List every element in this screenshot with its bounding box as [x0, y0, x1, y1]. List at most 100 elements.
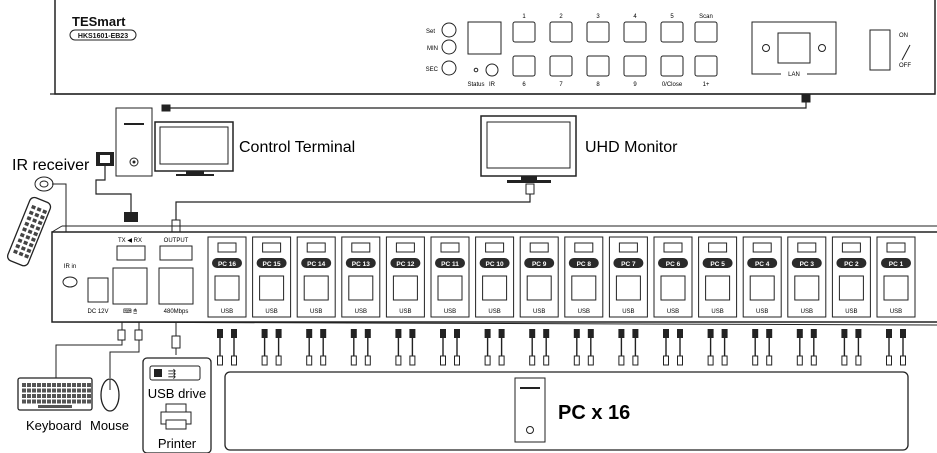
keyboard-mouse-ports — [112, 267, 148, 305]
keyboard-key — [72, 388, 76, 393]
front-key-button[interactable] — [660, 21, 684, 43]
keyboard-key — [47, 388, 51, 393]
keyboard-key — [32, 388, 36, 393]
remote-key — [13, 249, 19, 255]
pc-cable-plug — [320, 329, 327, 338]
remote-key — [28, 210, 34, 216]
front-display — [467, 21, 502, 55]
remote-key — [25, 234, 31, 240]
front-key-button[interactable] — [512, 55, 536, 77]
set-button[interactable] — [441, 22, 457, 38]
mouse — [100, 378, 120, 412]
keyboard-key — [37, 399, 41, 404]
front-key-button[interactable] — [549, 55, 573, 77]
pc-cable-plug — [231, 329, 237, 338]
remote-key — [23, 240, 29, 246]
remote-key — [32, 218, 38, 224]
pc-hdmi-port — [663, 242, 683, 253]
keyboard-key — [87, 394, 91, 398]
keyboard-key — [77, 388, 81, 393]
front-key-button[interactable] — [549, 21, 573, 43]
usb-printer-box: ⇶ USB drive Printer — [142, 357, 212, 453]
front-key-button[interactable] — [623, 21, 647, 43]
remote-key — [33, 231, 39, 237]
pc-cable-plug — [364, 329, 371, 338]
remote-key — [36, 207, 42, 212]
pc-hdmi-port — [886, 242, 906, 253]
pc-cable-plug — [231, 355, 237, 366]
front-key-button[interactable] — [694, 21, 718, 43]
pc-badge — [345, 258, 376, 268]
pc-badge — [568, 258, 599, 268]
remote-key — [35, 226, 41, 231]
pc-cable-plug — [217, 355, 223, 366]
pc-badge-label: PC 7 — [621, 261, 636, 268]
front-key-button[interactable] — [586, 55, 610, 77]
printer-icon — [160, 403, 192, 430]
pc-usb-port — [883, 275, 909, 301]
front-key-button[interactable] — [694, 55, 718, 77]
pc-cable-plug — [454, 329, 460, 338]
pc-cable-plug — [677, 355, 683, 366]
pc-cable-plug — [663, 329, 669, 338]
pc-hdmi-port — [351, 242, 371, 253]
pc-cable-plug — [752, 355, 759, 366]
pc-cable-plug — [900, 355, 906, 366]
keyboard-key — [67, 388, 71, 393]
pc-usb-label: USB — [310, 309, 322, 315]
pc-badge-label: PC 9 — [532, 261, 547, 268]
keyboard-key — [57, 383, 61, 387]
keyboard-key — [27, 388, 31, 393]
front-key-button[interactable] — [586, 21, 610, 43]
keyboard-key — [22, 399, 26, 404]
kvm-front-panel: TESmart HKS1601-EB23 Set MIN SEC Status … — [50, 0, 936, 95]
pc-cable-plug — [529, 329, 536, 338]
keyboard-key — [82, 394, 86, 398]
pc-cable-plug — [663, 355, 669, 366]
front-key-button[interactable] — [660, 55, 684, 77]
pc-hdmi-port — [618, 242, 638, 253]
pc-usb-label: USB — [221, 309, 233, 315]
remote-key — [24, 253, 30, 259]
pc-cable-plug — [409, 329, 416, 338]
pc-usb-port — [660, 275, 686, 301]
pc-cable-plug — [440, 329, 446, 338]
pc-cable-plug — [350, 329, 357, 338]
pc-cable-plug — [618, 329, 625, 338]
ir-receiver-label: IR receiver — [12, 157, 90, 174]
keyboard-key — [27, 399, 31, 404]
power-switch[interactable] — [869, 29, 891, 71]
front-key-label: 6 — [522, 82, 526, 88]
usb-drive-icon — [149, 365, 201, 381]
kb-mouse-icons: ⌨ 🖱 — [123, 308, 137, 315]
remote-key — [17, 238, 23, 244]
min-button[interactable] — [441, 39, 457, 55]
keyboard-key — [57, 388, 61, 393]
front-key-button[interactable] — [512, 21, 536, 43]
remote-key — [15, 243, 21, 249]
pc-usb-port — [838, 275, 864, 301]
pc-usb-label: USB — [622, 309, 634, 315]
keyboard-key — [82, 399, 86, 404]
remote-key — [37, 220, 43, 226]
control-terminal-monitor — [154, 121, 234, 176]
pc-usb-label: USB — [399, 309, 411, 315]
front-key-button[interactable] — [623, 55, 647, 77]
keyboard-key — [47, 399, 51, 404]
keyboard-key — [77, 399, 81, 404]
sec-button[interactable] — [441, 60, 457, 76]
pc-badge — [881, 258, 911, 268]
pc-cable-plug — [841, 355, 848, 366]
remote-key — [26, 248, 32, 254]
remote-key — [31, 204, 37, 210]
keyboard-key — [27, 394, 31, 398]
pc-cable-plug — [395, 329, 402, 338]
usb-speed-label: 480Mbps — [164, 309, 189, 315]
keyboard-key — [52, 388, 56, 393]
